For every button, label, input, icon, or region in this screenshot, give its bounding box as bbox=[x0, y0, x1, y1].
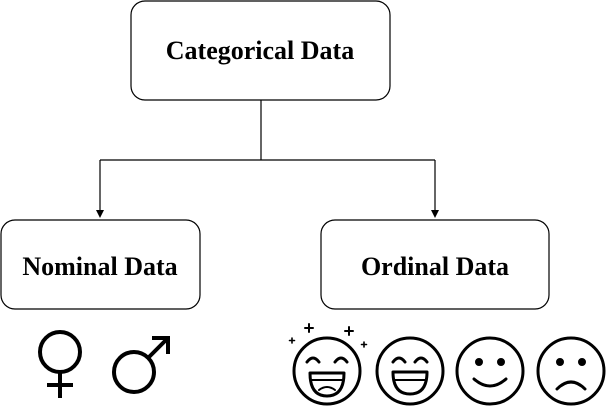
categorical-data-node[interactable]: Categorical Data bbox=[130, 0, 391, 101]
star-struck-face-icon bbox=[288, 323, 368, 406]
female-symbol-icon bbox=[38, 330, 82, 398]
smiling-face-icon bbox=[455, 336, 525, 406]
categorical-data-box bbox=[130, 0, 391, 101]
categorical-data-label: Categorical Data bbox=[166, 36, 354, 65]
ordinal-data-label: Ordinal Data bbox=[361, 252, 509, 281]
male-symbol-icon bbox=[112, 336, 170, 394]
grinning-face-icon bbox=[375, 336, 445, 406]
nominal-data-node[interactable]: Nominal Data bbox=[0, 219, 201, 310]
ordinal-data-node[interactable]: Ordinal Data bbox=[320, 219, 550, 310]
connectors bbox=[96, 100, 439, 218]
nominal-data-box bbox=[0, 219, 201, 310]
nominal-data-label: Nominal Data bbox=[22, 252, 177, 281]
frowning-face-icon bbox=[536, 336, 606, 406]
ordinal-data-box bbox=[320, 219, 550, 310]
